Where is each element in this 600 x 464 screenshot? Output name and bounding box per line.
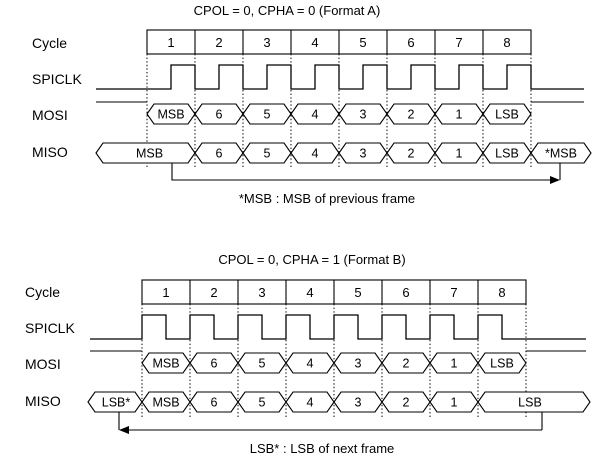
- b-cycle-number: 4: [306, 285, 313, 300]
- a-mosi-bit: 1: [456, 108, 463, 122]
- a-mosi-bit: MSB: [157, 108, 184, 122]
- format-b-frame-arrow: [118, 412, 543, 434]
- format-b-clock-label: SPICLK: [25, 320, 75, 336]
- b-mosi-bit: LSB: [490, 357, 514, 371]
- a-mosi-bit: LSB: [495, 108, 519, 122]
- a-cycle-number: 6: [407, 35, 414, 50]
- format-b-title: CPOL = 0, CPHA = 1 (Format B): [218, 252, 405, 267]
- a-mosi-bit: 2: [408, 108, 415, 122]
- format-a-miso-extra-label: *MSB: [545, 147, 577, 161]
- format-a-arrow-line: [171, 163, 552, 181]
- format-b-miso-tail-label: LSB: [518, 396, 542, 410]
- format-a-mosi-row: MSB 6 5 4 3 2 1 LSB: [96, 101, 584, 125]
- format-a-title: CPOL = 0, CPHA = 0 (Format A): [194, 3, 381, 18]
- format-a-frame-arrow: [171, 163, 561, 184]
- b-mosi-bit: 4: [307, 357, 314, 371]
- b-cycle-number: 2: [210, 285, 217, 300]
- a-cycle-number: 2: [215, 35, 222, 50]
- b-miso-bit: 1: [451, 396, 458, 410]
- format-a-miso-label: MISO: [32, 144, 68, 160]
- format-b-mosi-label: MOSI: [25, 356, 61, 372]
- b-cycle-number: 3: [258, 285, 265, 300]
- a-miso-bit: LSB: [495, 147, 519, 161]
- b-mosi-cell: [477, 352, 527, 374]
- b-cycle-number: 7: [450, 285, 457, 300]
- format-a-mosi-label: MOSI: [32, 107, 68, 123]
- format-b-note: LSB* : LSB of next frame: [250, 441, 395, 456]
- a-miso-bit: 6: [216, 147, 223, 161]
- b-mosi-bit: MSB: [152, 357, 179, 371]
- b-mosi-bit: 3: [355, 357, 362, 371]
- a-mosi-bit: 3: [360, 108, 367, 122]
- format-a-arrow-head: [550, 176, 560, 184]
- a-cycle-number: 1: [167, 35, 174, 50]
- format-a-clock-label: SPICLK: [32, 71, 82, 87]
- a-mosi-bit: 5: [264, 108, 271, 122]
- a-mosi-bit: 4: [312, 108, 319, 122]
- format-b-clock-waveform: [90, 314, 586, 340]
- a-mosi-cell: [482, 103, 532, 125]
- b-miso-bit: MSB: [152, 396, 179, 410]
- b-mosi-bit: 5: [259, 357, 266, 371]
- b-cycle-number: 5: [354, 285, 361, 300]
- a-miso-bit: 2: [408, 147, 415, 161]
- b-miso-bit: 5: [259, 396, 266, 410]
- a-cycle-number: 7: [455, 35, 462, 50]
- a-cycle-number: 8: [503, 35, 510, 50]
- a-miso-bit: 3: [360, 147, 367, 161]
- format-b-miso-extra-label: LSB*: [102, 396, 131, 410]
- format-b-arrow-head: [119, 426, 129, 434]
- format-b-cycle-label: Cycle: [25, 284, 60, 300]
- format-b-mosi-row: MSB 6 5 4 3 2 1 LSB: [90, 350, 586, 374]
- format-a-cycle-row: 1 2 3 4 5 6 7 8: [146, 29, 532, 55]
- a-cycle-number: 4: [311, 35, 318, 50]
- format-a-miso-row: MSB 6 5 4 3 2 1 LSB *MSB: [95, 142, 592, 164]
- format-b-miso-label: MISO: [25, 393, 61, 409]
- b-cycle-number: 1: [162, 285, 169, 300]
- a-miso-bit: 1: [456, 147, 463, 161]
- format-b-miso-tail-cell: [477, 391, 591, 413]
- a-cycle-number: 3: [263, 35, 270, 50]
- a-mosi-bit: 6: [216, 108, 223, 122]
- b-miso-bit: 2: [403, 396, 410, 410]
- b-cycle-number: 6: [402, 285, 409, 300]
- a-cycle-number: 5: [359, 35, 366, 50]
- format-a-diagram: CPOL = 0, CPHA = 0 (Format A) Cycle SPIC…: [32, 3, 592, 206]
- format-b-cycle-row: 1 2 3 4 5 6 7 8: [141, 279, 527, 305]
- b-miso-bit: 4: [307, 396, 314, 410]
- format-a-miso-first-label: MSB: [136, 147, 163, 161]
- a-miso-bit: 4: [312, 147, 319, 161]
- b-miso-bit: 3: [355, 396, 362, 410]
- b-mosi-bit: 1: [451, 357, 458, 371]
- format-a-clock-waveform: [96, 64, 584, 90]
- b-mosi-bit: 2: [403, 357, 410, 371]
- format-a-note: *MSB : MSB of previous frame: [239, 191, 415, 206]
- format-b-diagram: CPOL = 0, CPHA = 1 (Format B) Cycle SPIC…: [25, 252, 591, 456]
- b-mosi-bit: 6: [211, 357, 218, 371]
- b-cycle-number: 8: [498, 285, 505, 300]
- format-a-miso-extra-cell: [530, 142, 592, 164]
- b-miso-bit: 6: [211, 396, 218, 410]
- a-miso-bit: 5: [264, 147, 271, 161]
- format-a-cycle-label: Cycle: [32, 35, 67, 51]
- format-b-miso-row: LSB* MSB 6 5 4 3 2 1 LSB: [87, 391, 591, 413]
